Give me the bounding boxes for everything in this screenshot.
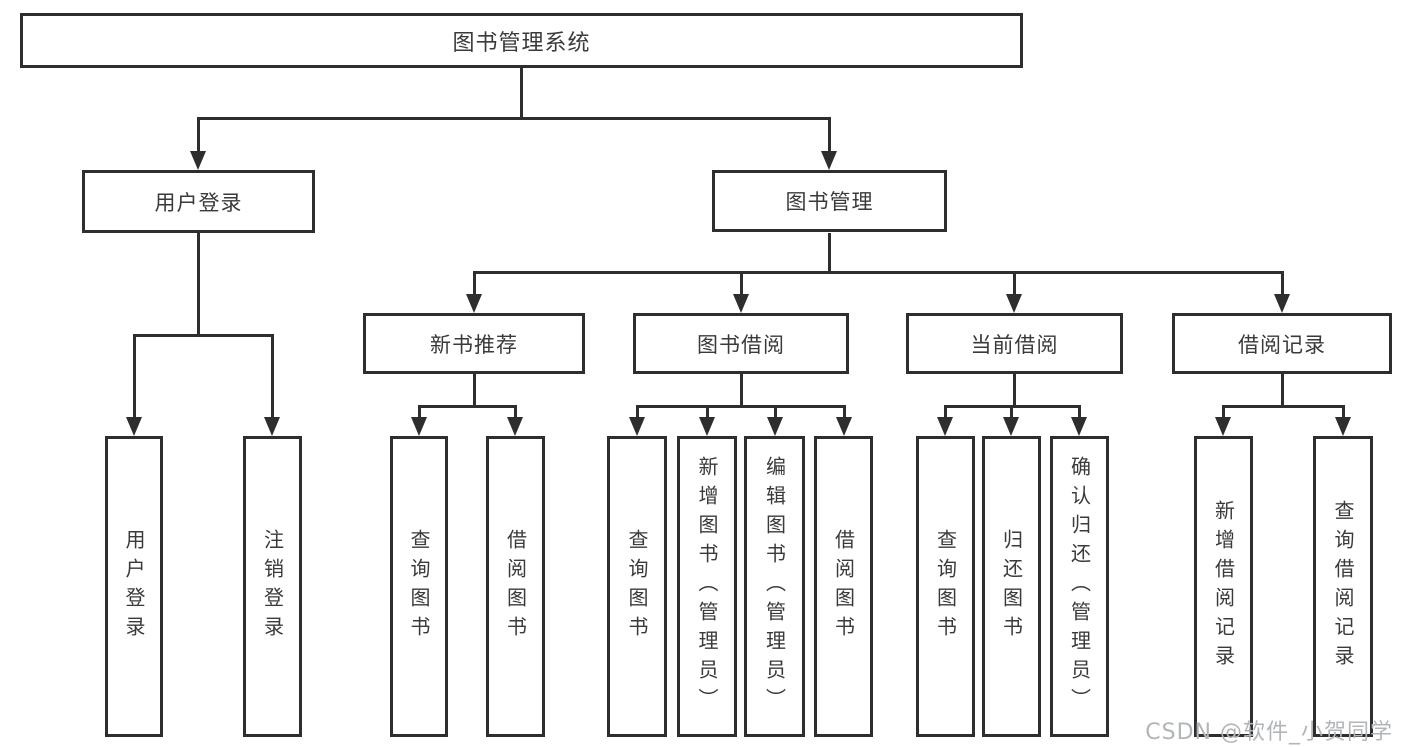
node-label: 查询图书 bbox=[625, 528, 649, 645]
arrow-down-icon bbox=[1215, 417, 1231, 436]
node-label: 借阅图书 bbox=[503, 528, 528, 645]
arrow-down-icon bbox=[1006, 294, 1022, 313]
node-user-login-leaf: 用户登录 bbox=[105, 436, 163, 737]
arrow-down-icon bbox=[629, 417, 645, 436]
node-label: 当前借阅 bbox=[970, 332, 1059, 357]
connector-vline bbox=[828, 233, 831, 274]
connector-vline bbox=[706, 406, 709, 422]
node-label: 图书借阅 bbox=[697, 332, 785, 357]
arrow-down-icon bbox=[190, 151, 206, 170]
node-book-borrowing: 图书借阅 bbox=[633, 313, 849, 374]
connector-vline bbox=[197, 233, 200, 337]
connector-hline bbox=[197, 117, 831, 120]
connector-vline bbox=[944, 406, 947, 422]
arrow-down-icon bbox=[507, 417, 523, 436]
node-book-management: 图书管理 bbox=[712, 170, 947, 232]
node-label: 编辑图书（管理员） bbox=[762, 456, 787, 717]
connector-hline bbox=[133, 334, 274, 337]
node-label: 查询借阅记录 bbox=[1331, 499, 1355, 674]
node-label: 新书推荐 bbox=[430, 332, 518, 357]
connector-vline bbox=[418, 406, 421, 422]
arrow-down-icon bbox=[1274, 294, 1290, 313]
node-label: 新增图书（管理员） bbox=[695, 456, 719, 717]
node-borrow-books: 借阅图书 bbox=[486, 436, 545, 737]
node-edit-book-admin: 编辑图书（管理员） bbox=[744, 436, 805, 737]
connector-vline bbox=[1013, 374, 1016, 408]
node-new-book-recommend: 新书推荐 bbox=[363, 313, 585, 374]
arrow-down-icon bbox=[767, 417, 783, 436]
node-current-borrowing: 当前借阅 bbox=[906, 313, 1123, 374]
node-label: 用户登录 bbox=[154, 190, 243, 215]
node-query-borrow-record: 查询借阅记录 bbox=[1313, 436, 1373, 737]
connector-vline bbox=[843, 406, 846, 422]
connector-vline bbox=[514, 406, 517, 422]
connector-vline bbox=[1010, 406, 1013, 422]
connector-vline bbox=[1281, 272, 1284, 299]
node-label: 注销登录 bbox=[260, 528, 285, 645]
connector-vline bbox=[520, 68, 523, 120]
connector-vline bbox=[636, 406, 639, 422]
node-label: 图书管理系统 bbox=[452, 30, 591, 56]
node-borrow-books: 借阅图书 bbox=[814, 436, 873, 737]
connector-vline bbox=[271, 335, 274, 421]
connector-vline bbox=[1281, 374, 1284, 408]
node-return-books: 归还图书 bbox=[982, 436, 1041, 737]
node-label: 新增借阅记录 bbox=[1211, 499, 1236, 674]
arrow-down-icon bbox=[1071, 417, 1087, 436]
connector-hline bbox=[636, 405, 846, 408]
arrow-down-icon bbox=[1003, 417, 1019, 436]
connector-vline bbox=[1013, 272, 1016, 299]
arrow-down-icon bbox=[264, 417, 280, 436]
node-borrowing-records: 借阅记录 bbox=[1172, 313, 1392, 374]
connector-vline bbox=[740, 374, 743, 408]
node-label: 确认归还（管理员） bbox=[1067, 456, 1092, 717]
arrow-down-icon bbox=[937, 417, 953, 436]
arrow-down-icon bbox=[821, 151, 837, 170]
node-label: 查询图书 bbox=[407, 528, 431, 645]
connector-hline bbox=[944, 405, 1081, 408]
node-query-books: 查询图书 bbox=[607, 436, 667, 737]
connector-vline bbox=[1222, 406, 1225, 422]
node-add-book-admin: 新增图书（管理员） bbox=[677, 436, 737, 737]
connector-vline bbox=[774, 406, 777, 422]
connector-vline bbox=[1342, 406, 1345, 422]
node-label: 查询图书 bbox=[933, 528, 958, 645]
node-label: 用户登录 bbox=[122, 528, 146, 645]
connector-vline bbox=[828, 118, 831, 156]
connector-hline bbox=[473, 271, 1284, 274]
arrow-down-icon bbox=[126, 417, 142, 436]
arrow-down-icon bbox=[733, 294, 749, 313]
node-label: 图书管理 bbox=[785, 190, 874, 214]
arrow-down-icon bbox=[466, 294, 482, 313]
node-label: 借阅图书 bbox=[831, 528, 856, 645]
node-label: 归还图书 bbox=[999, 528, 1024, 645]
connector-vline bbox=[473, 374, 476, 408]
connector-vline bbox=[473, 272, 476, 299]
connector-vline bbox=[1078, 406, 1081, 422]
node-user-login: 用户登录 bbox=[82, 170, 315, 233]
arrow-down-icon bbox=[836, 417, 852, 436]
connector-vline bbox=[133, 335, 136, 421]
arrow-down-icon bbox=[411, 417, 427, 436]
node-add-borrow-record: 新增借阅记录 bbox=[1194, 436, 1253, 737]
node-library-system: 图书管理系统 bbox=[20, 13, 1023, 68]
node-logout: 注销登录 bbox=[243, 436, 302, 737]
node-label: 借阅记录 bbox=[1238, 332, 1326, 357]
connector-vline bbox=[197, 118, 200, 156]
arrow-down-icon bbox=[1335, 417, 1351, 436]
connector-hline bbox=[1222, 405, 1345, 408]
connector-hline bbox=[418, 405, 517, 408]
node-query-books: 查询图书 bbox=[916, 436, 975, 737]
connector-vline bbox=[740, 272, 743, 299]
node-query-books: 查询图书 bbox=[390, 436, 448, 737]
node-confirm-return-admin: 确认归还（管理员） bbox=[1050, 436, 1109, 737]
arrow-down-icon bbox=[699, 417, 715, 436]
